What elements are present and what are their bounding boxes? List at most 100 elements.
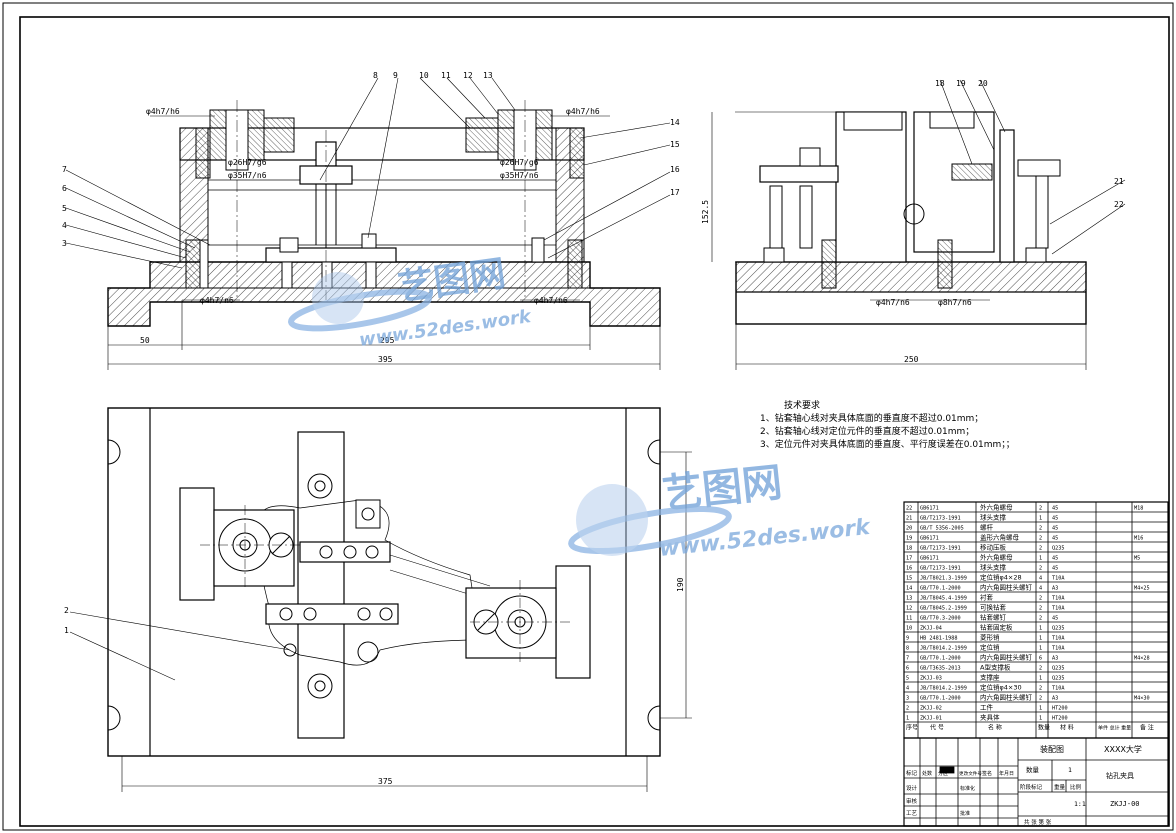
tb-col-change: 更改文件号: [959, 770, 982, 777]
bom-cell-note: M16: [1134, 536, 1143, 542]
scale-value: 1:1: [1074, 800, 1086, 808]
fit-label: φ4h7/n6: [534, 296, 568, 305]
bom-header-qty: 数量: [1038, 724, 1050, 732]
side-view-labels: φ4h7/n6 φ8h7/n6 250 152.5 18 19 20 21 22: [701, 79, 1124, 364]
balloon-6: 6: [62, 184, 67, 193]
bom-cell-code: JB/T8045.4-1999: [920, 596, 967, 602]
balloon-14: 14: [670, 118, 680, 127]
watermark-brand: 艺图网: [660, 460, 784, 518]
bom-cell-no: 4: [906, 686, 909, 692]
bom-cell-qty: 1: [1039, 646, 1042, 652]
stage-mark-label: 阶段标记: [1020, 783, 1043, 791]
bom-cell-no: 7: [906, 656, 909, 662]
bom-cell-no: 3: [906, 696, 909, 702]
balloon-11: 11: [441, 71, 451, 80]
bom-cell-qty: 2: [1039, 546, 1042, 552]
tb-standard: 标准化: [960, 785, 975, 792]
bom-cell-code: HB 2481-1988: [920, 636, 957, 642]
bom-cell-qty: 4: [1039, 586, 1042, 592]
bom-cell-code: ZKJJ-01: [920, 716, 942, 722]
bom-cell-name: 外六角螺母: [980, 503, 1013, 512]
bom-cell-name: 定位销φ4×28: [980, 573, 1022, 582]
bom-cell-no: 14: [906, 586, 912, 592]
bom-cell-qty: 2: [1039, 596, 1042, 602]
bom-header-no: 序号: [906, 724, 918, 732]
bom-cell-name: 衬套: [980, 593, 994, 602]
bom-cell-code: GB/T70.1-2000: [920, 586, 961, 592]
tech-item: 2、钻套轴心线对定位元件的垂直度不超过0.01mm；: [760, 427, 975, 437]
dimension-190: 190: [676, 577, 685, 592]
bom-cell-code: GB/T 5356-2005: [920, 526, 964, 532]
bom-cell-mat: 45: [1052, 536, 1058, 542]
bom-cell-qty: 2: [1039, 696, 1042, 702]
bom-cell-mat: T10A: [1052, 596, 1065, 602]
bom-cell-qty: 1: [1039, 636, 1042, 642]
bom-cell-no: 1: [906, 716, 909, 722]
bom-cell-no: 11: [906, 616, 912, 622]
bom-cell-name: 可换钻套: [980, 603, 1007, 612]
bom-cell-mat: 45: [1052, 616, 1058, 622]
bom-cell-code: GB6171: [920, 506, 939, 512]
title-block-text: 装配图 XXXX大学 数量 1 钻孔夹具 阶段标记 重量 比例 1:1 ZKJJ…: [906, 744, 1142, 826]
bom-cell-no: 20: [906, 526, 912, 532]
bom-cell-no: 10: [906, 626, 912, 632]
bom-cell-qty: 2: [1039, 616, 1042, 622]
bom-cell-code: ZKJJ-04: [920, 626, 942, 632]
bom-cell-no: 13: [906, 596, 912, 602]
bom-cell-mat: HT200: [1052, 706, 1068, 712]
balloon-10: 10: [419, 71, 429, 80]
tb-row-mark: 标记: [906, 769, 918, 777]
fit-label: φ35H7/n6: [228, 171, 267, 180]
fit-label: φ4h7/h6: [146, 107, 180, 116]
tb-row-review: 审核: [906, 797, 918, 805]
balloon-15: 15: [670, 140, 680, 149]
tech-item: 3、定位元件对夹具体底面的垂直度、平行度误差在0.01mm；；: [760, 440, 1015, 450]
dimension-50: 50: [140, 336, 150, 345]
watermark-url: www.52des.work: [658, 515, 872, 562]
bom-cell-note: M4×25: [1134, 586, 1150, 592]
balloon-1: 1: [64, 626, 69, 635]
bom-header-weight: 单件 总计 重量: [1098, 725, 1131, 732]
bom-cell-code: ZKJJ-03: [920, 676, 942, 682]
bom-cell-name: 盖形六角螺母: [980, 533, 1020, 542]
bom-cell-mat: Q235: [1052, 666, 1065, 672]
balloon-18: 18: [935, 79, 945, 88]
title-block: [903, 737, 1169, 827]
bom-cell-code: GB/T2173-1991: [920, 546, 961, 552]
bom-cell-qty: 6: [1039, 656, 1042, 662]
side-view: [711, 79, 1126, 370]
bom-cell-code: GB/T2173-1991: [920, 566, 961, 572]
bom-header-code: 代 号: [930, 724, 944, 732]
drawing-code: ZKJJ-00: [1110, 800, 1140, 808]
balloon-8: 8: [373, 71, 378, 80]
qty-value: 1: [1068, 766, 1072, 774]
qty-label: 数量: [1026, 765, 1040, 774]
dimension-395: 395: [378, 355, 393, 364]
bom-cell-qty: 2: [1039, 566, 1042, 572]
bom-cell-name: 工件: [980, 703, 994, 712]
bom-cell-mat: A3: [1052, 586, 1058, 592]
bom-cell-code: GB/T8045.2-1999: [920, 606, 967, 612]
bom-cell-mat: 45: [1052, 506, 1058, 512]
bom-cell-no: 2: [906, 706, 909, 712]
bom-cell-mat: T10A: [1052, 646, 1065, 652]
bom-cell-mat: T10A: [1052, 576, 1065, 582]
bom-table: [903, 501, 1169, 739]
tb-col-sign: 签名: [982, 770, 992, 777]
front-view-labels: φ4h7/h6 φ4h7/h6 φ26H7/g6 φ35H7/n6 φ26H7/…: [62, 71, 680, 364]
bom-cell-code: GB/T70.1-2000: [920, 656, 961, 662]
bom-cell-name: 螺杆: [980, 523, 994, 532]
fit-label: φ4h7/n6: [200, 296, 234, 305]
bom-cell-code: GB/T70.3-2000: [920, 616, 961, 622]
balloon-17: 17: [670, 188, 680, 197]
balloon-3: 3: [62, 239, 67, 248]
bom-cell-qty: 1: [1039, 556, 1042, 562]
bom-cell-note: M4×28: [1134, 656, 1150, 662]
balloon-19: 19: [956, 79, 966, 88]
bom-cell-no: 15: [906, 576, 912, 582]
bom-cell-qty: 1: [1039, 516, 1042, 522]
watermark-url: www.52des.work: [358, 306, 533, 351]
balloon-5: 5: [62, 204, 67, 213]
front-view: [65, 77, 671, 370]
tb-row-process: 工艺: [906, 810, 918, 817]
